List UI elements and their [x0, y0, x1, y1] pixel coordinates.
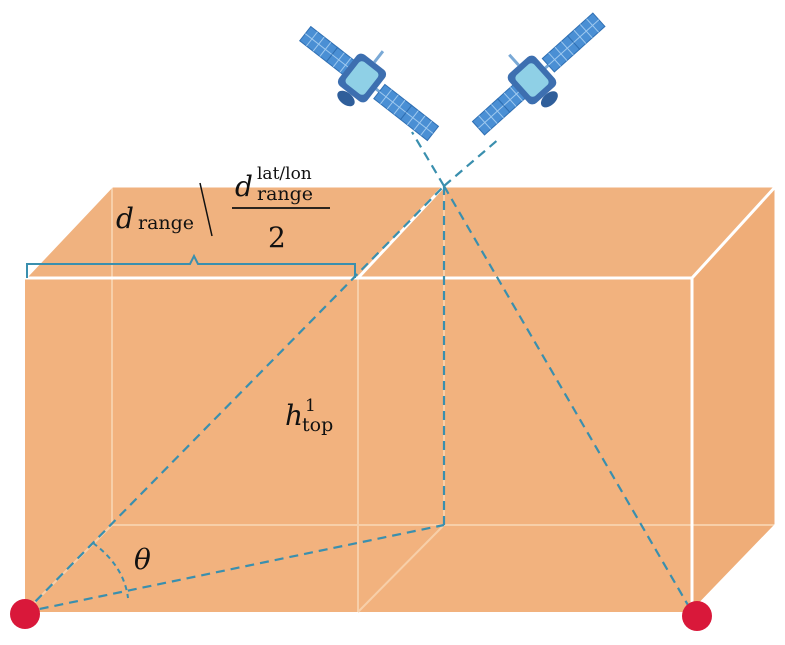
- satellite-icon: [456, 0, 621, 152]
- range-bracket: [26, 253, 356, 278]
- h-symbol: h: [285, 399, 303, 432]
- slant-ray-left: [24, 185, 445, 613]
- slant-ray-right: [443, 185, 693, 613]
- ray-to-satellite-right: [443, 137, 501, 187]
- ground-ray: [24, 523, 445, 614]
- box-visible-edges: [23, 184, 780, 614]
- h-top-label: h 1 top: [285, 396, 333, 436]
- h-superscript: 1: [305, 396, 316, 416]
- frac-denominator: 2: [268, 221, 286, 254]
- d-subscript: range: [138, 212, 194, 234]
- ground-point-left: [10, 599, 40, 629]
- frac-superscript: lat/lon: [257, 164, 312, 184]
- ground-point-right: [682, 601, 712, 631]
- frac-d-symbol: d: [235, 170, 253, 203]
- theta-label: θ: [134, 543, 151, 576]
- satellite-icon: [286, 7, 454, 159]
- ray-to-satellite-left: [411, 131, 445, 187]
- h-subscript: top: [302, 414, 333, 436]
- d-range-label: d range: [116, 202, 194, 235]
- alternative-slash: [199, 182, 213, 237]
- dashed-ray-lines: [24, 131, 693, 614]
- d-latlon-fraction-label: d lat/lon range 2: [232, 164, 330, 254]
- box-right-face: [692, 186, 776, 612]
- frac-subscript: range: [257, 183, 313, 205]
- d-symbol: d: [116, 202, 134, 235]
